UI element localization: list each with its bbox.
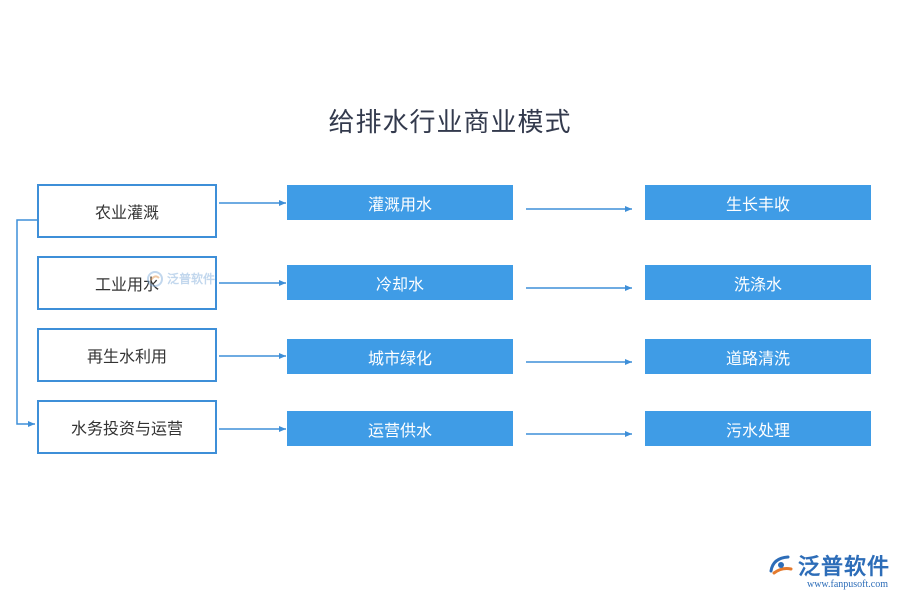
bracket-connector <box>16 219 37 427</box>
watermark-text: 泛普软件 <box>167 272 216 286</box>
outcome-box-washing-water: 洗涤水 <box>645 265 871 300</box>
source-box-water-investment: 水务投资与运营 <box>37 400 217 454</box>
outcome-box-harvest: 生长丰收 <box>645 185 871 220</box>
use-box-irrigation-water: 灌溉用水 <box>287 185 513 220</box>
brand-logo-url: www.fanpusoft.com <box>806 579 888 590</box>
source-box-reclaimed: 再生水利用 <box>37 328 217 382</box>
watermark: 泛普软件 <box>147 270 215 287</box>
use-box-cooling-water: 冷却水 <box>287 265 513 300</box>
outcome-box-sewage-treatment: 污水处理 <box>645 411 871 446</box>
brand-logo-icon <box>769 555 793 575</box>
outcome-box-road-cleaning: 道路清洗 <box>645 339 871 374</box>
brand-logo-text: 泛普软件 <box>797 555 890 580</box>
watermark-logo-icon <box>147 270 163 287</box>
use-box-water-supply: 运营供水 <box>287 411 513 446</box>
source-box-agriculture: 农业灌溉 <box>37 184 217 238</box>
source-box-industrial: 工业用水 <box>37 256 217 310</box>
diagram-title: 给排水行业商业模式 <box>328 108 572 138</box>
use-box-urban-greening: 城市绿化 <box>287 339 513 374</box>
brand-logo: 泛普软件 www.fanpusoft.com <box>768 549 890 590</box>
